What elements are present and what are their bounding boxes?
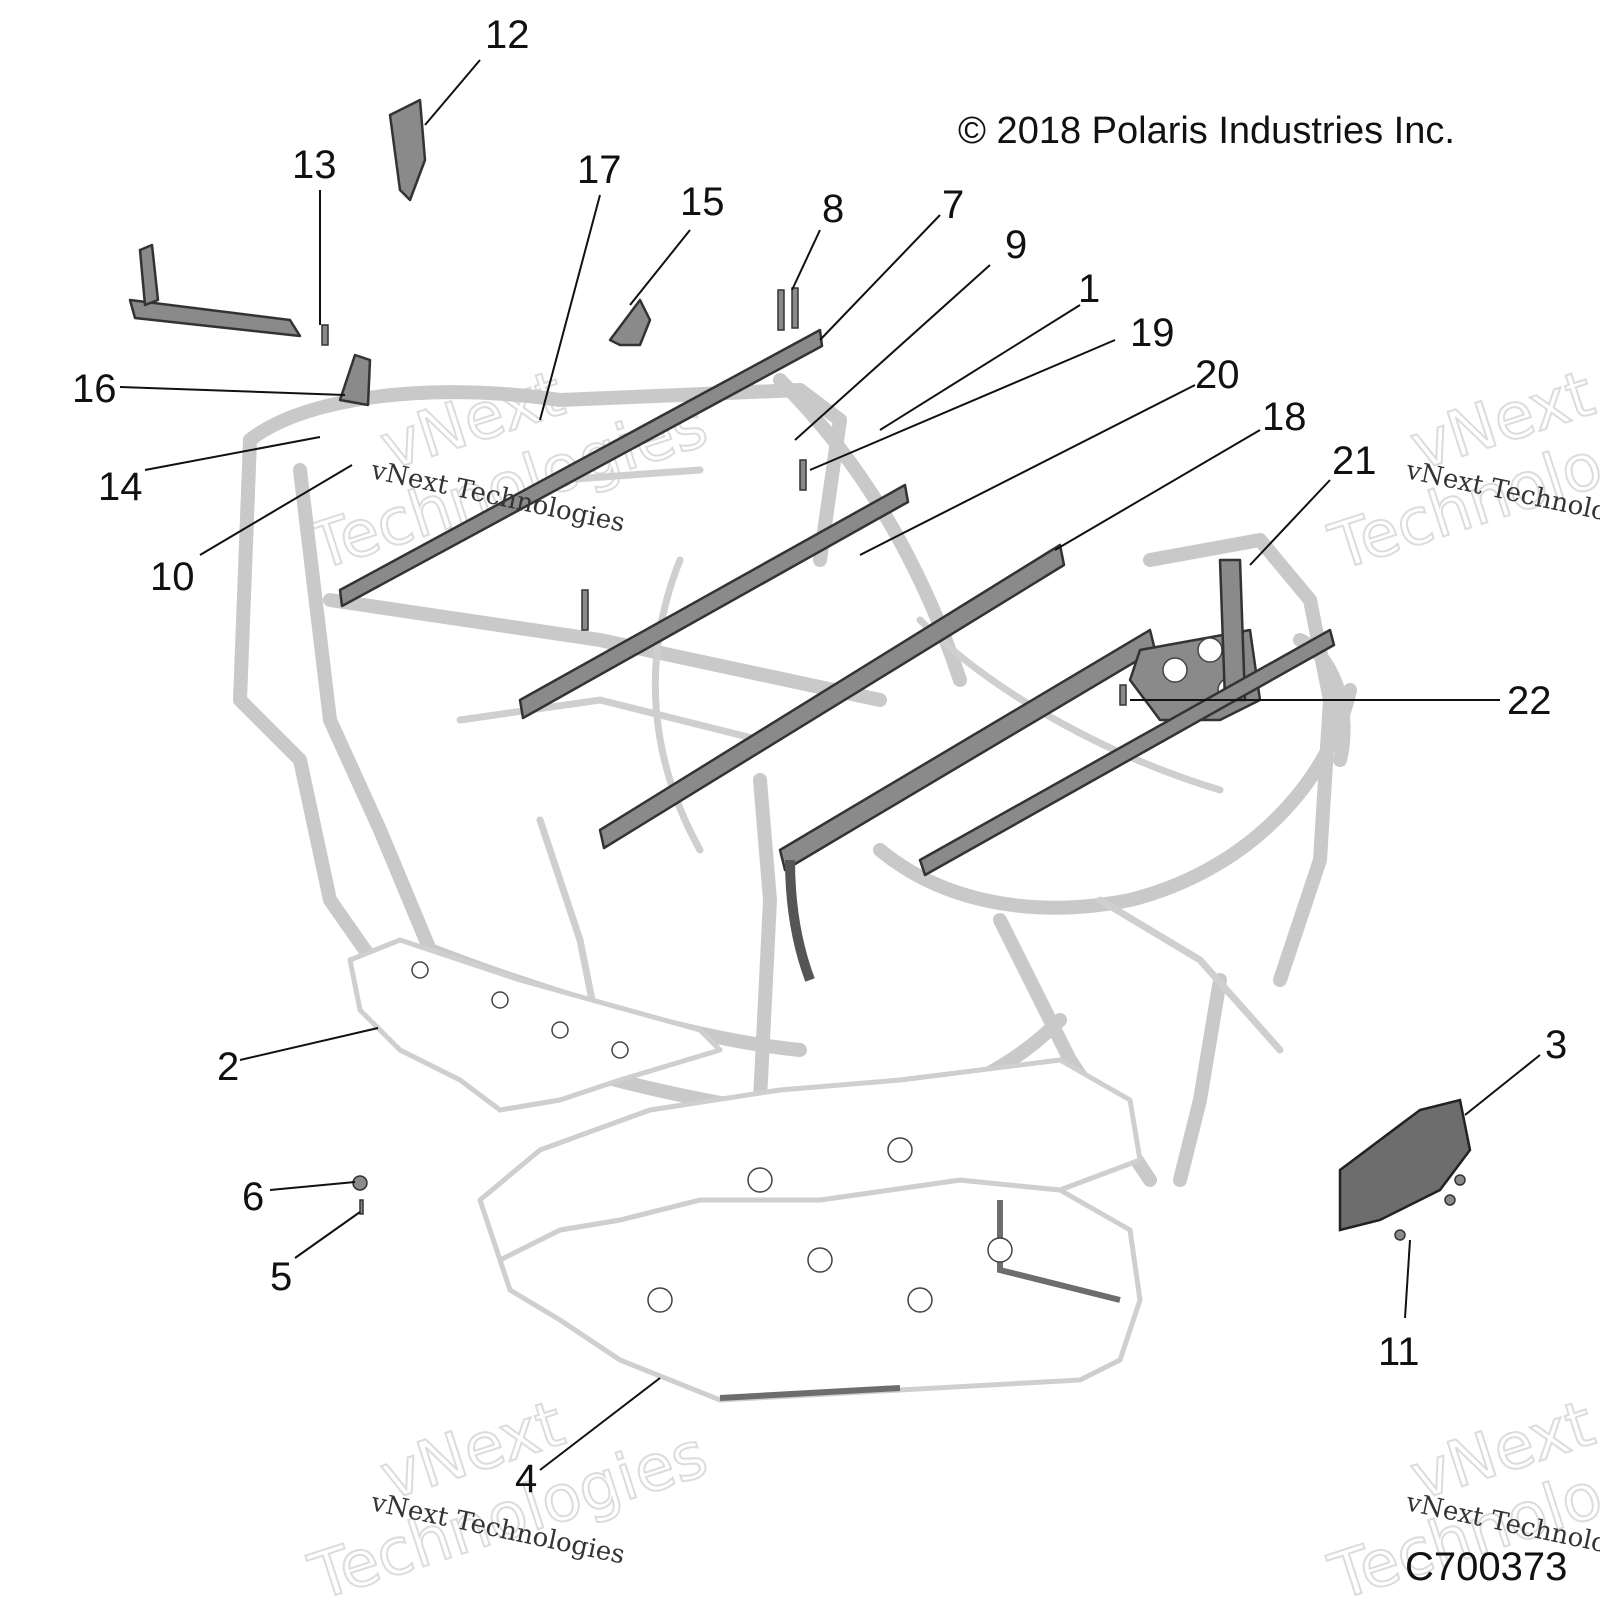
leader-6 — [269, 1181, 356, 1191]
watermark-group: vNext Technologies vNext Technologies vN… — [300, 356, 1600, 1600]
callout-10: 10 — [150, 555, 195, 599]
leader-4 — [539, 1377, 661, 1471]
callout-8: 8 — [822, 187, 844, 231]
leader-19 — [809, 339, 1116, 471]
diagram-id: C700373 — [1405, 1545, 1567, 1589]
leader-5 — [294, 1211, 361, 1259]
leader-1 — [879, 304, 1081, 431]
copyright-text: © 2018 Polaris Industries Inc. — [958, 110, 1455, 152]
callout-4: 4 — [515, 1457, 537, 1501]
bar-top-left — [128, 298, 302, 338]
leader-12 — [424, 59, 481, 126]
callout-9: 9 — [1005, 223, 1027, 267]
leader-3 — [1464, 1054, 1541, 1116]
bar-top-left-post — [138, 243, 160, 307]
leader-2 — [239, 1027, 379, 1061]
lower-panel-2 — [347, 937, 723, 1113]
callout-19: 19 — [1130, 311, 1175, 355]
floor-panel — [477, 1057, 1143, 1263]
callout-20: 20 — [1195, 353, 1240, 397]
callout-11: 11 — [1378, 1330, 1420, 1374]
callout-5: 5 — [270, 1255, 292, 1299]
callout-labels: 12 13 17 15 8 7 9 1 19 20 18 21 22 16 14… — [72, 13, 1567, 1501]
callout-17: 17 — [577, 148, 622, 192]
callout-14: 14 — [98, 465, 143, 509]
leader-15 — [629, 229, 691, 306]
leader-8 — [791, 229, 821, 291]
leader-18 — [1054, 429, 1261, 551]
bracket-12 — [388, 98, 427, 202]
crossmember-mid — [518, 483, 910, 720]
leader-11 — [1404, 1239, 1411, 1319]
callout-21: 21 — [1332, 439, 1377, 483]
hardware-parts — [128, 98, 1472, 1241]
callout-12: 12 — [485, 13, 530, 57]
callout-1: 1 — [1078, 267, 1100, 311]
callout-18: 18 — [1262, 395, 1307, 439]
callout-13: 13 — [292, 143, 337, 187]
leader-7 — [819, 214, 941, 341]
callout-2: 2 — [217, 1045, 239, 1089]
leader-21 — [1249, 479, 1331, 566]
leader-16 — [119, 386, 346, 396]
callout-3: 3 — [1545, 1023, 1567, 1067]
bracket-15 — [608, 298, 652, 347]
skid-plate-panels — [347, 937, 1143, 1403]
leader-14 — [144, 436, 321, 471]
callout-7: 7 — [942, 183, 964, 227]
leader-17 — [539, 194, 601, 421]
callout-22: 22 — [1507, 679, 1552, 723]
callout-15: 15 — [680, 180, 725, 224]
bracket-16 — [338, 353, 372, 407]
diagonal-bar — [918, 628, 1336, 877]
rail-7 — [338, 328, 824, 608]
leader-10 — [199, 464, 353, 556]
side-plate-3 — [1338, 1098, 1472, 1232]
callout-6: 6 — [242, 1175, 264, 1219]
rail-18 — [598, 543, 1066, 850]
callout-16: 16 — [72, 367, 117, 411]
leader-20 — [859, 384, 1196, 556]
leader-9 — [794, 264, 991, 441]
leader-lines — [119, 59, 1541, 1471]
